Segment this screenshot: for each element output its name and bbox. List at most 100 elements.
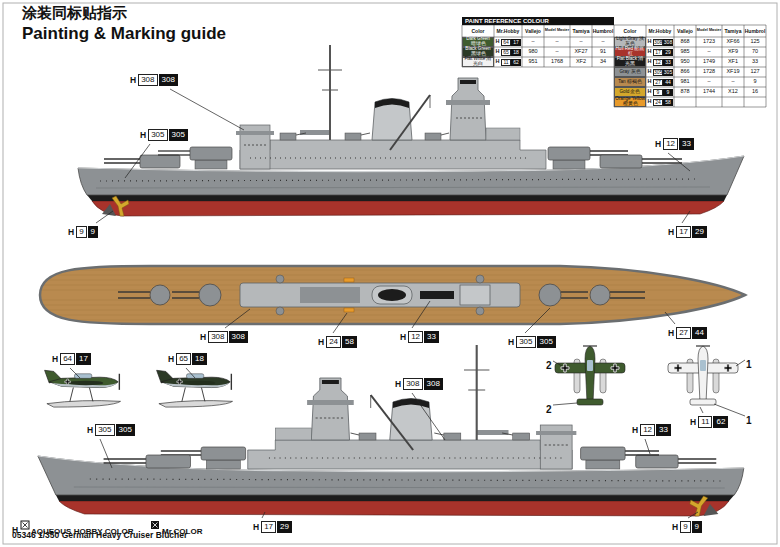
legend-prefix-holder: H xyxy=(12,519,18,537)
ship-profile-starboard xyxy=(78,45,744,216)
paint-prefix: H xyxy=(87,425,94,435)
callout-number: 2 xyxy=(546,404,552,415)
deck-plan xyxy=(172,291,199,292)
mr-color-code-holder: 58 xyxy=(663,99,673,106)
paint-prefix-holder: H xyxy=(647,79,652,86)
paint-prefix: H xyxy=(648,69,652,75)
deck-plan xyxy=(118,291,150,292)
deck-plan xyxy=(276,275,284,283)
table-cell-holder: XF19 xyxy=(722,67,744,77)
mr-color-code: 33 xyxy=(665,60,671,65)
table-cell-holder: X12 xyxy=(722,87,744,97)
paint-callout: H305305 xyxy=(508,336,556,348)
table-cell-holder: XF1 xyxy=(722,57,744,67)
mr-color-code: 9 xyxy=(667,90,670,95)
table-cell: XF27 xyxy=(574,49,587,55)
table-cell-holder: 951 xyxy=(522,57,544,67)
table-cell-holder: 125 xyxy=(744,37,766,47)
mr-color-code: 17 xyxy=(76,353,91,365)
leader-line xyxy=(553,403,577,405)
paint-prefix: H xyxy=(130,75,137,85)
table-cell-holder: 1744 xyxy=(696,87,722,97)
color-name: Light Gray 浅灰色 xyxy=(615,37,645,46)
paint-callout: H308308 xyxy=(200,331,248,343)
column-header-holder: Mr.Hobby xyxy=(494,25,522,37)
leader-line xyxy=(412,393,445,440)
mr-color-code: 29 xyxy=(692,226,707,238)
table-cell: 951 xyxy=(528,59,537,65)
table-cell: 1723 xyxy=(703,39,715,45)
deck-plan xyxy=(40,275,745,276)
color-swatch: Dark Green 暗绿色 xyxy=(462,37,494,47)
table-cell: X12 xyxy=(728,89,738,95)
deck-plan xyxy=(240,283,520,307)
paint-prefix-holder: H xyxy=(495,59,500,66)
leader-line xyxy=(186,368,195,378)
legend-symbol xyxy=(153,523,158,528)
mr-color-code: 9 xyxy=(692,521,702,533)
aqueous-code: 308 xyxy=(654,40,662,45)
table-cell-holder: 70 xyxy=(744,47,766,57)
callout-number-holder: 1 xyxy=(746,354,752,372)
table-cell: 985 xyxy=(680,49,689,55)
legend-symbol xyxy=(151,521,159,529)
aqueous-code: 9 xyxy=(657,90,660,95)
table-cell: 127 xyxy=(750,69,759,75)
paint-prefix: H xyxy=(648,89,652,95)
deck-plan xyxy=(150,285,170,305)
color-name: Hull Red 船底红 xyxy=(615,47,645,56)
column-header-holder: Humbrol xyxy=(592,25,614,37)
table-cell: 1768 xyxy=(551,59,563,65)
column-header: Tamiya xyxy=(573,29,590,34)
paint-prefix: H xyxy=(253,522,260,532)
aqueous-code-holder: 24 xyxy=(653,99,663,106)
color-swatch: Flat Black 消光黑 xyxy=(614,57,646,67)
color-name: Flat White 消光白 xyxy=(463,57,493,66)
paint-callout: H99 xyxy=(68,226,98,238)
mr-color-code: 33 xyxy=(679,138,694,150)
aqueous-code-holder: 11 xyxy=(501,59,511,66)
aqueous-code: 64 xyxy=(60,353,75,365)
leader-line xyxy=(70,368,80,378)
floatplane-dark-green xyxy=(45,370,121,407)
table-cell: 9 xyxy=(753,79,756,85)
column-header-holder: Model Master xyxy=(544,25,570,37)
paint-prefix-holder: H xyxy=(647,69,652,76)
aqueous-code: 24 xyxy=(326,336,341,348)
table-cell: – xyxy=(531,39,534,45)
paint-prefix: H xyxy=(668,328,675,338)
table-cell: XF2 xyxy=(576,59,586,65)
table-cell-holder: 985 xyxy=(674,47,696,57)
column-header-holder: Humbrol xyxy=(744,25,766,37)
table-cell: 16 xyxy=(752,89,758,95)
mr-color-code: 305 xyxy=(664,70,672,75)
paint-callout: H308308 xyxy=(130,74,178,86)
paint-callout: H1729 xyxy=(253,521,292,533)
paint-prefix: H xyxy=(508,337,515,347)
mr-color-code: 305 xyxy=(116,424,135,436)
color-swatch: Light Gray 浅灰色 xyxy=(614,37,646,47)
mr-color-code: 18 xyxy=(192,353,207,365)
ship-profile-port xyxy=(38,345,744,516)
aqueous-code: 9 xyxy=(76,226,86,238)
column-header: Vallejo xyxy=(525,29,541,34)
leader-line xyxy=(714,404,745,416)
mr-color-code: 308 xyxy=(664,40,672,45)
color-swatch: Orange Yellow 橙黄色 xyxy=(614,97,646,107)
aqueous-code-holder: 17 xyxy=(653,49,663,56)
paint-prefix: H xyxy=(52,354,59,364)
callout-number: 2 xyxy=(546,360,552,371)
column-header-holder: Color xyxy=(614,25,646,37)
deck-plan xyxy=(118,297,150,298)
column-header-holder: Model Master xyxy=(696,25,722,37)
mr-color-code: 308 xyxy=(424,378,443,390)
table-cell: 950 xyxy=(680,59,689,65)
mr-color-code: 44 xyxy=(665,80,671,85)
column-header: Model Master xyxy=(697,29,721,33)
column-header-holder: Vallejo xyxy=(674,25,696,37)
floatplane-lower-surface xyxy=(668,346,738,405)
chinese-title: 涂装同标贴指示 xyxy=(22,4,127,21)
paint-callout: H2744 xyxy=(668,327,707,339)
table-cell-holder: XF9 xyxy=(722,47,744,57)
column-header-holder: Vallejo xyxy=(522,25,544,37)
